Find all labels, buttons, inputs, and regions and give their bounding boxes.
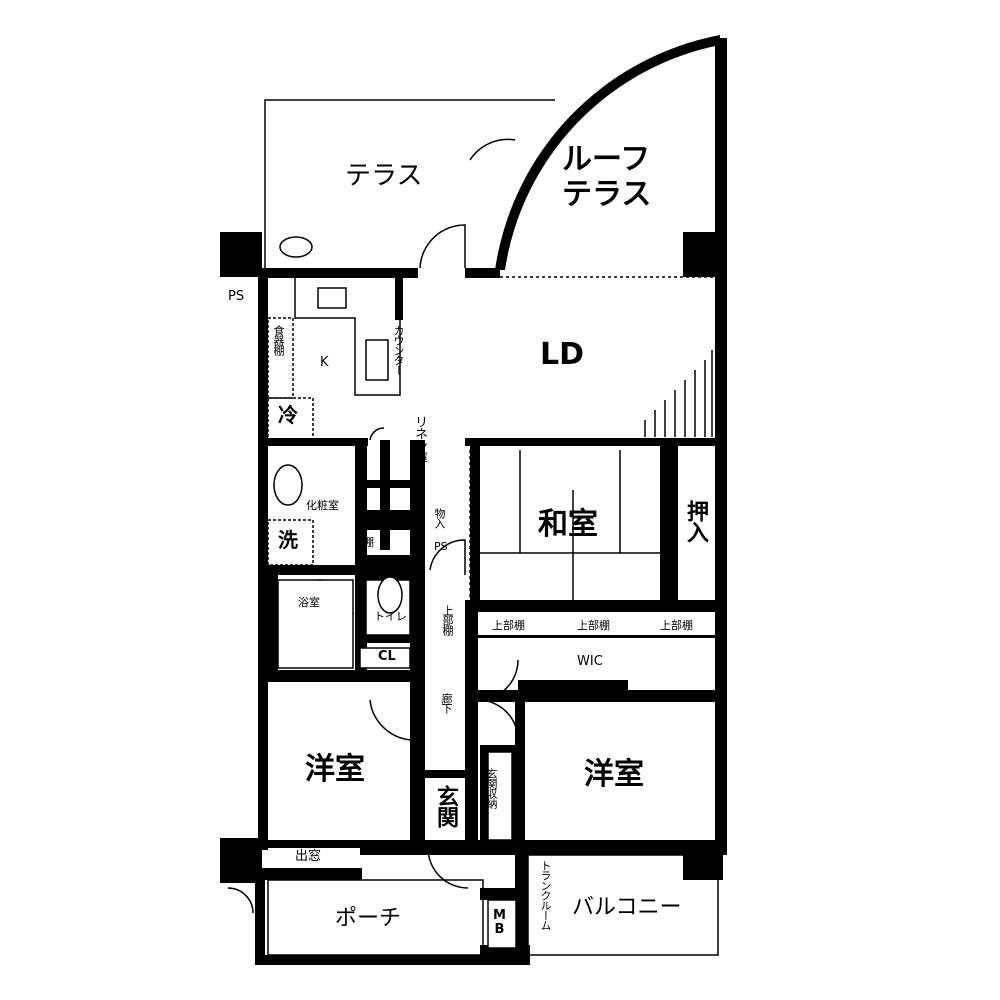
- label-fridge: 冷: [278, 403, 298, 427]
- label-balcony: バルコニー: [572, 895, 682, 920]
- label-kitchen: K: [320, 355, 329, 370]
- walls: [220, 35, 727, 965]
- label-ps-top: PS: [228, 289, 245, 304]
- label-entrance-storage: 玄関収納: [485, 768, 498, 808]
- label-washitsu: 和室: [538, 507, 598, 542]
- label-bath: 浴室: [298, 596, 320, 609]
- label-porch: ポーチ: [335, 906, 402, 931]
- label-hallway: 廊下: [440, 693, 453, 713]
- label-roof-terrace-line2: テラス: [562, 177, 652, 212]
- label-oshiire: 押入: [683, 500, 708, 542]
- label-shelf: 棚: [363, 536, 374, 549]
- label-western-left: 洋室: [305, 752, 365, 787]
- label-toilet: トイレ: [374, 610, 407, 623]
- label-entrance: 玄関: [433, 785, 458, 827]
- label-upper-shelf-2: 上部棚: [577, 619, 610, 632]
- label-storage: 物入: [433, 508, 446, 528]
- label-roof-terrace-line1: ルーフ: [562, 142, 651, 177]
- label-linen: リネン庫: [412, 415, 427, 463]
- label-western-right: 洋室: [584, 757, 644, 792]
- label-closet: CL: [378, 649, 396, 664]
- label-trunk-room: トランクルーム: [539, 860, 552, 930]
- label-ld: LD: [540, 337, 585, 372]
- label-upper-shelf-1: 上部棚: [492, 619, 525, 632]
- label-bay-window: 出窓: [295, 849, 322, 864]
- label-powder-room: 化粧室: [306, 499, 339, 512]
- label-dish-shelf: 食器棚: [272, 325, 285, 355]
- label-terrace: テラス: [345, 161, 423, 191]
- label-upper-shelf-3: 上部棚: [660, 619, 693, 632]
- terrace-outline: [264, 99, 555, 268]
- label-mb: MB: [492, 908, 507, 936]
- label-washer: 洗: [278, 528, 298, 552]
- label-ps-mid: PS: [434, 540, 448, 553]
- label-wic: WIC: [577, 654, 603, 669]
- label-counter: カウンター: [392, 325, 405, 375]
- label-upper-shelf-corridor: 上部棚: [441, 605, 454, 635]
